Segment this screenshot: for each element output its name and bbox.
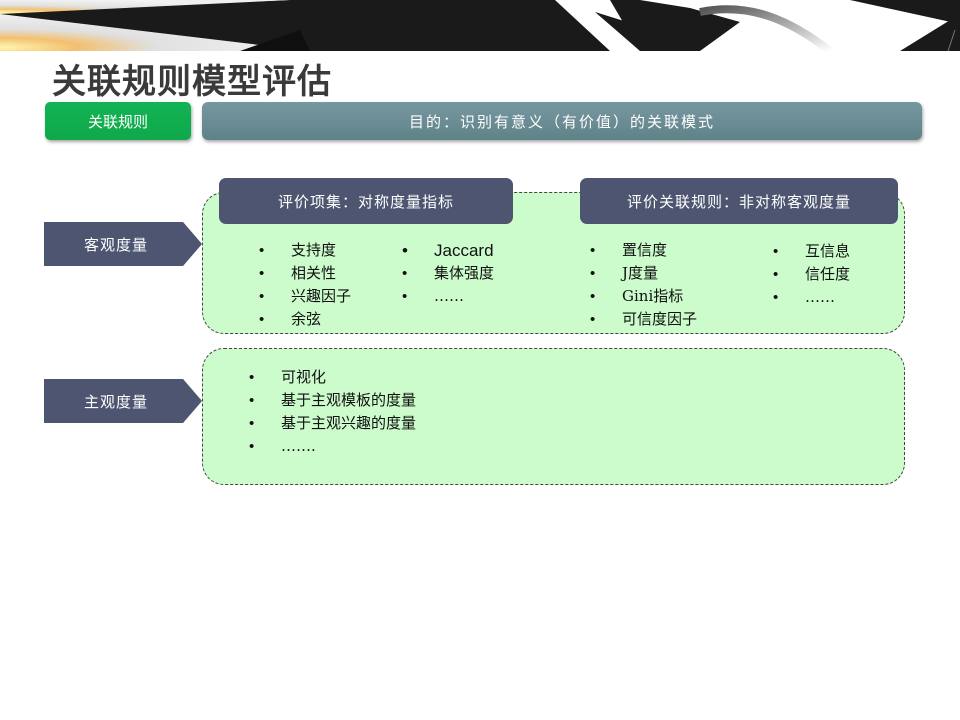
- list-item: 兴趣因子: [259, 285, 351, 308]
- asymmetric-measures-header: 评价关联规则：非对称客观度量: [580, 178, 898, 224]
- list-item: ……: [402, 285, 494, 308]
- list-item: 互信息: [773, 240, 850, 263]
- list-item: 余弦: [259, 308, 351, 331]
- list-item: J度量: [590, 262, 697, 285]
- list-item: 置信度: [590, 239, 697, 262]
- association-rules-tag: 关联规则: [45, 102, 191, 140]
- list-item: Jaccard: [402, 239, 494, 262]
- subjective-list: 可视化 基于主观模板的度量 基于主观兴趣的度量 …….: [249, 366, 416, 458]
- symmetric-list-2: Jaccard 集体强度 ……: [402, 239, 494, 308]
- page-title: 关联规则模型评估: [52, 62, 332, 102]
- subjective-measures-label: 主观度量: [44, 379, 202, 423]
- list-item: 基于主观兴趣的度量: [249, 412, 416, 435]
- list-item: Gini指标: [590, 285, 697, 308]
- symmetric-measures-header: 评价项集：对称度量指标: [219, 178, 513, 224]
- list-item: 信任度: [773, 263, 850, 286]
- banner-graphic-icon: [0, 0, 960, 51]
- objective-measures-label: 客观度量: [44, 222, 202, 266]
- list-item: ……: [773, 286, 850, 309]
- list-item: 基于主观模板的度量: [249, 389, 416, 412]
- list-item: 可视化: [249, 366, 416, 389]
- purpose-bar: 目的：识别有意义（有价值）的关联模式: [202, 102, 922, 140]
- asymmetric-list-1: 置信度 J度量 Gini指标 可信度因子: [590, 239, 697, 331]
- symmetric-list-1: 支持度 相关性 兴趣因子 余弦: [259, 239, 351, 331]
- list-item: 可信度因子: [590, 308, 697, 331]
- list-item: 集体强度: [402, 262, 494, 285]
- list-item: …….: [249, 435, 416, 458]
- list-item: 支持度: [259, 239, 351, 262]
- decorative-banner: [0, 0, 960, 51]
- asymmetric-list-2: 互信息 信任度 ……: [773, 240, 850, 309]
- list-item: 相关性: [259, 262, 351, 285]
